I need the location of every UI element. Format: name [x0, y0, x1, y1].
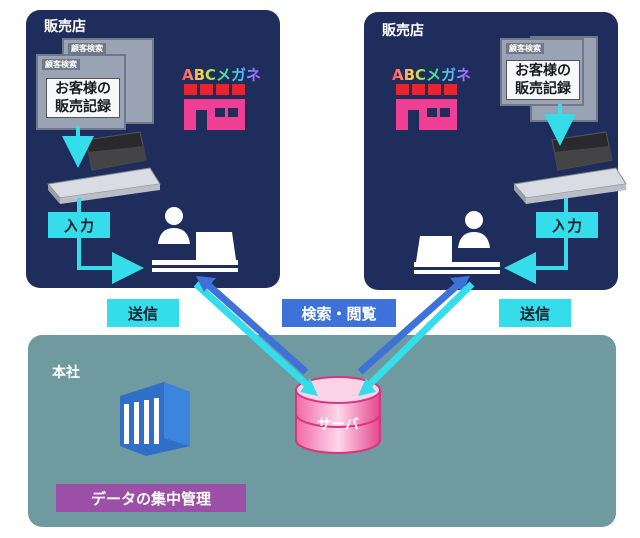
doc-record-label: お客様の 販売記録 — [46, 78, 120, 118]
doc-record-line2: 販売記録 — [515, 81, 571, 97]
input-label-left: 入力 — [48, 212, 110, 238]
brand-logo-left: ABCメガネ — [182, 64, 261, 85]
doc-record-line1: お客様の — [515, 63, 571, 79]
doc-sheet-tag: 顧客検索 — [68, 43, 106, 54]
doc-sheet-tag: 顧客検索 — [42, 59, 80, 70]
send-label-left: 送信 — [107, 299, 179, 327]
doc-sheet-tag: 顧客検索 — [506, 43, 544, 54]
doc-record-line2: 販売記録 — [55, 99, 111, 115]
doc-record-label: お客様の 販売記録 — [506, 60, 580, 100]
doc-record-line1: お客様の — [55, 81, 111, 97]
store-title-right: 販売店 — [382, 23, 424, 39]
brand-text: ABCメガネ — [182, 66, 262, 84]
brand-text: ABCメガネ — [392, 66, 472, 84]
brand-logo-right: ABCメガネ — [392, 64, 471, 85]
store-title-left: 販売店 — [44, 19, 86, 35]
hq-title: 本社 — [52, 365, 80, 381]
search-view-label: 検索・閲覧 — [282, 299, 396, 327]
server-label: サーバ — [317, 417, 359, 433]
send-label-right: 送信 — [499, 299, 571, 327]
central-management-label: データの集中管理 — [56, 484, 246, 512]
input-label-right: 入力 — [536, 212, 598, 238]
